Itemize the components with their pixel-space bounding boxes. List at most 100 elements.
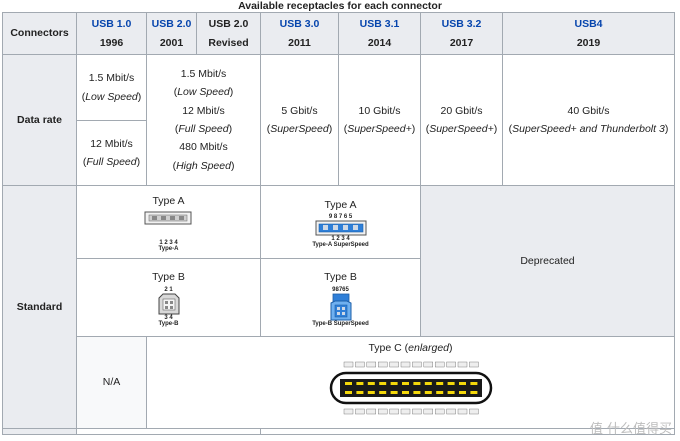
type-c-contact [378,391,386,395]
type-b-pins-top: 2 1 [164,286,173,293]
type-c-contact [401,391,409,395]
type-c-contact [435,391,443,395]
usb4-link[interactable]: USB4 [574,18,603,31]
type-c-contact [378,382,386,386]
type-c-contact [435,382,443,386]
type-c-contact [390,382,398,386]
type-b-connector-icon [158,293,179,315]
usb20-revised-name: USB 2.0 [208,18,249,31]
usb31-year: 2014 [367,36,392,49]
type-b-pins-bottom: 3 4 [164,314,173,321]
usb10-full-speed-cell: 12 Mbit/s(Full Speed) [76,120,147,186]
data-rate-row-2: 12 Mbit/s(Full Speed) [3,120,675,186]
usb32-year: 2017 [449,36,474,49]
type-c-top-pin-box [434,362,444,368]
col-usb20-revised-header: USB 2.0 Revised [196,12,261,55]
type-a-caption: Type-A [158,246,179,253]
type-c-bottom-pin-row [343,409,479,415]
usb30-rate-cell: 5 Gbit/s(SuperSpeed) [260,54,339,186]
type-c-label-suffix: ) [449,342,453,354]
type-b-ss-pins-top: 98765 [332,286,349,293]
type-c-bottom-pin-box [423,409,433,415]
standard-label: Standard [2,185,77,429]
type-a-label: Type A [152,194,185,207]
connectors-header: Connectors [2,12,77,55]
usb-connectors-table: Connectors USB 1.0 1996 USB 2.0 2001 USB… [2,12,675,435]
type-c-connector-icon [329,362,492,415]
type-a-pins: 1 2 3 4 [159,240,178,247]
partial-next-row-header [2,428,77,435]
usb10-low-name: Low Speed [85,90,138,103]
usb32-name: SuperSpeed+ [429,123,494,135]
col-usb32-header[interactable]: USB 3.2 2017 [420,12,503,55]
type-c-bottom-pin-box [400,409,410,415]
type-c-bottom-pin-box [457,409,467,415]
type-c-bottom-pin-box [468,409,479,415]
col-usb31-header[interactable]: USB 3.1 2014 [338,12,421,55]
type-a-ss-caption: Type-A SuperSpeed [312,242,369,249]
type-c-top-pin-box [400,362,410,368]
usb30-rate: 5 Gbit/s [281,104,318,117]
usb30-year: 2011 [288,36,311,49]
type-c-top-pin-box [457,362,467,368]
usb20-link[interactable]: USB 2.0 [151,18,192,31]
type-c-contact [367,391,375,395]
type-c-contact [469,391,477,395]
table-caption: Available receptacles for each connector [238,0,442,12]
type-c-top-pin-box [377,362,387,368]
partial-next-row-cell-2 [260,428,675,435]
type-c-contact [424,391,432,395]
col-usb20-header[interactable]: USB 2.0 2001 [146,12,197,55]
data-rate-label: Data rate [2,54,77,186]
usb10-link[interactable]: USB 1.0 [91,18,132,31]
usb20-full-rate: 12 Mbit/s [182,104,225,117]
type-b-label: Type B [152,271,185,284]
col-usb10-header[interactable]: USB 1.0 1996 [76,12,147,55]
type-c-bottom-pin-box [377,409,387,415]
type-c-top-pin-box [343,362,353,368]
type-c-contact [447,391,455,395]
type-c-contact [469,382,477,386]
header-row: Connectors USB 1.0 1996 USB 2.0 2001 USB… [2,12,675,55]
type-a-ss-pins-top: 9 8 7 6 5 [328,214,353,221]
type-c-top-pin-box [423,362,433,368]
usb10-full-name: Full Speed [86,156,137,168]
watermark: 值 什么值得买 [589,422,672,437]
type-c-contact [447,382,455,386]
type-c-top-pin-box [388,362,399,368]
type-c-contacts [344,382,477,395]
usb31-link[interactable]: USB 3.1 [359,18,400,31]
usb31-rate: 10 Gbit/s [358,104,401,117]
usb4-rate-cell: 40 Gbit/s(SuperSpeed+ and Thunderbolt 3) [502,54,675,186]
usb32-link[interactable]: USB 3.2 [441,18,482,31]
usb30-link[interactable]: USB 3.0 [279,18,320,31]
usb20-revised-label: Revised [208,36,249,49]
type-c-bottom-pin-box [354,409,365,415]
type-a-superspeed-cell: Type A 9 8 7 6 5 1 2 3 4 Type-A SuperSpe… [260,185,421,259]
usb20-high-name: High Speed [176,159,231,172]
usb10-low-speed-cell: 1.5 Mbit/s(Low Speed) [76,54,147,121]
type-c-bottom-pin-box [434,409,444,415]
usb10-low-rate: 1.5 Mbit/s [88,72,135,85]
type-b-superspeed-connector-icon [330,293,351,321]
type-c-bottom-pin-box [411,409,422,415]
type-a-cell: Type A 1 2 3 4 Type-A [76,185,261,259]
type-b-cell: Type B 2 1 3 4 Type-B [76,258,261,337]
usb4-year: 2019 [576,36,601,49]
usb30-name: SuperSpeed [270,123,329,135]
usb10-year: 1996 [99,36,124,49]
usb32-rate: 20 Gbit/s [440,104,483,117]
type-c-bottom-pin-box [366,409,376,415]
type-c-contact [424,382,432,386]
col-usb30-header[interactable]: USB 3.0 2011 [260,12,339,55]
type-c-top-pin-box [366,362,376,368]
standard-row-type-a: Standard Type A 1 2 3 4 Type-A Type A 9 … [2,185,675,429]
col-usb4-header[interactable]: USB4 2019 [502,12,675,55]
type-c-bottom-pin-box [343,409,353,415]
type-c-contact [367,382,375,386]
usb31-rate-cell: 10 Gbit/s(SuperSpeed+) [338,54,421,186]
usb4-name: SuperSpeed+ and Thunderbolt 3 [512,123,665,135]
standard-row-type-b: Type B 2 1 3 4 Type-B Type B 98765 [3,258,675,337]
type-c-contact [390,391,398,395]
type-c-contact [412,391,420,395]
